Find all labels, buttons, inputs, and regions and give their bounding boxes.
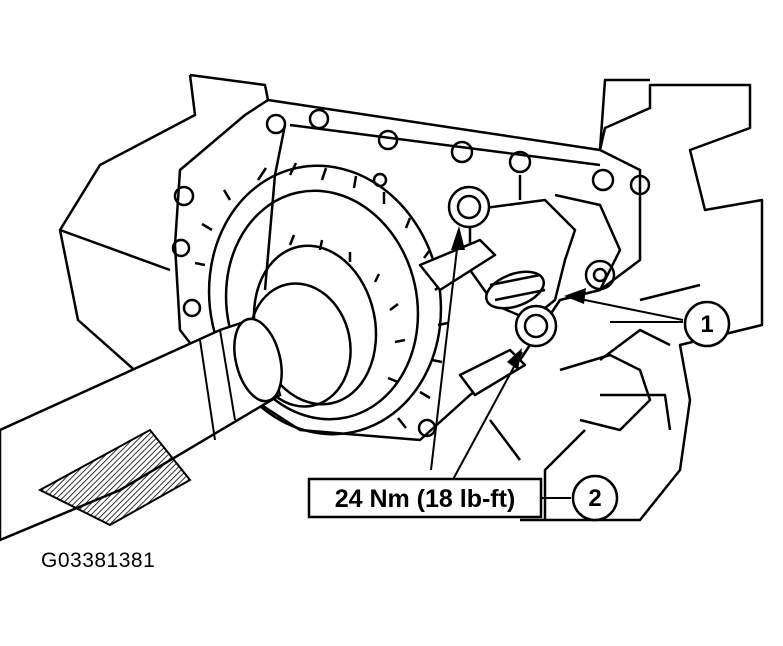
- callout-1-number: 1: [700, 311, 713, 338]
- figure-id: G03381381: [41, 549, 156, 572]
- bolt-lower: [514, 304, 558, 348]
- torque-callout: 24 Nm (18 lb-ft) 2: [307, 474, 619, 522]
- crankshaft-snout: [0, 317, 283, 542]
- engine-block-outline: [58, 73, 764, 522]
- callout-1: 1: [683, 300, 731, 348]
- leader-lines: [430, 231, 684, 486]
- callout-2-number: 2: [588, 485, 601, 512]
- arrowheads: [451, 226, 586, 370]
- timing-chain-tensioner: [418, 198, 577, 397]
- torque-spec-label: 24 Nm (18 lb-ft): [335, 485, 516, 513]
- bolt-upper: [447, 185, 491, 229]
